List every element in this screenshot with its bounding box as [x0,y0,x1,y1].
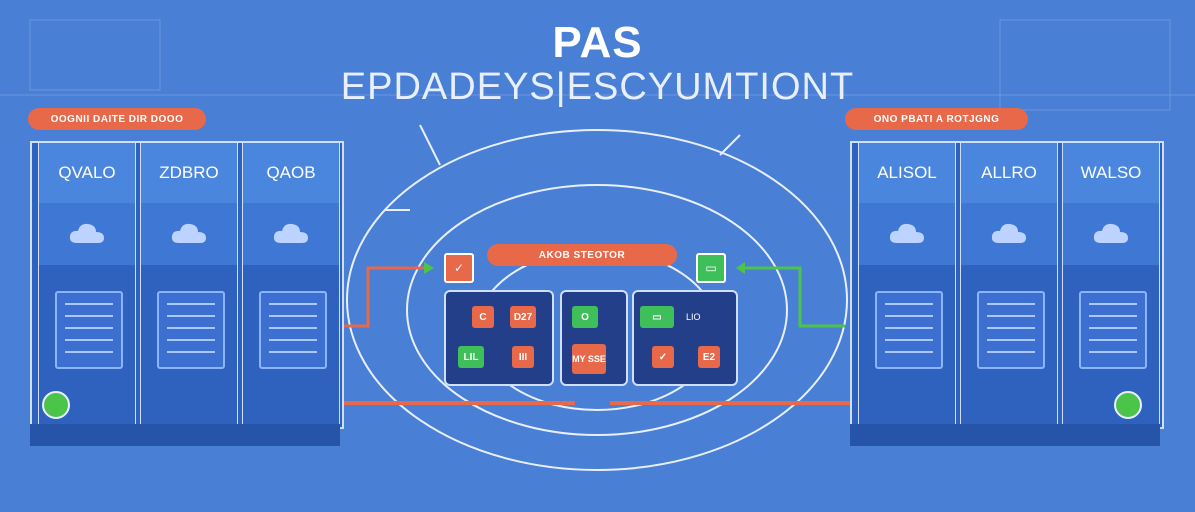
center-hub-label: AKOB STEOTOR [487,244,677,266]
server-unit-name: QAOB [243,143,339,203]
hub-cluster-1: C D27 LIL III [444,290,554,386]
hub-tile: O [572,306,598,328]
drive-bay [269,315,317,317]
drive-bay [885,351,933,353]
drive-bay [885,327,933,329]
cloud-panel [1063,203,1159,265]
server-drive-icon [1079,291,1147,369]
hub-tile: ▭ [640,306,674,328]
hub-cluster-3: ▭ LIO ✓ E2 [632,290,738,386]
drive-bay [269,351,317,353]
drive-bay [167,303,215,305]
server-drive-icon [259,291,327,369]
background-frame [999,19,1171,111]
drive-bay [1089,351,1137,353]
drive-bay [65,351,113,353]
cloud-panel [141,203,237,265]
cloud-icon [889,223,924,243]
orbit-ring-outer [346,129,848,471]
hub-tile: LIL [458,346,484,368]
left-server-rack: QVALO ZDBRO [30,141,344,429]
drive-bay [65,315,113,317]
server-unit-name: ALLRO [961,143,1057,203]
drive-bay [885,315,933,317]
arrow-icon [424,262,434,274]
drive-bay [167,327,215,329]
orbit-ring-middle [406,184,788,436]
server-unit: ALLRO [960,143,1058,425]
right-rack-base [850,424,1160,446]
drive-bay [987,315,1035,317]
drive-bay [65,303,113,305]
endpoint-node-left [42,391,70,419]
drive-bay [65,327,113,329]
cloud-panel [859,203,955,265]
server-unit: ZDBRO [140,143,238,425]
drive-bay [1089,303,1137,305]
hub-cluster-2: O MY SSE [560,290,628,386]
drive-bay [885,339,933,341]
cloud-icon [273,223,308,243]
drive-bay [987,339,1035,341]
hub-tile: D27 [510,306,536,328]
drive-bay [269,327,317,329]
page-subtitle: EPDADEYS|ESCYUMTIONT [340,66,855,108]
server-unit: QAOB [242,143,340,425]
drive-bay [987,303,1035,305]
hub-tile: C [472,306,494,328]
right-server-rack: ALISOL ALLRO [850,141,1164,429]
hub-tile: E2 [698,346,720,368]
server-unit: WALSO [1062,143,1160,425]
connector-node-icon: ✓ [444,253,474,283]
background-frame [29,19,161,91]
drive-bay [1089,339,1137,341]
server-unit-name: QVALO [39,143,135,203]
cloud-panel [961,203,1057,265]
left-rack-label: OOGNII DAITE DIR DOOO [28,108,206,130]
server-unit: QVALO [38,143,136,425]
server-unit: ALISOL [858,143,956,425]
hub-tile-label: LIO [686,312,701,322]
drive-bay [987,351,1035,353]
cloud-icon [1093,223,1128,243]
server-drive-icon [875,291,943,369]
drive-bay [167,351,215,353]
cloud-icon [69,223,104,243]
left-rack-base [30,424,340,446]
server-unit-name: WALSO [1063,143,1159,203]
left-link-line [340,266,428,328]
drive-bay [167,315,215,317]
cloud-panel [39,203,135,265]
drive-bay [167,339,215,341]
hub-tile: III [512,346,534,368]
arrow-icon [736,262,745,274]
drive-bay [269,303,317,305]
right-rack-label: ONO PBATI A ROTJGNG [845,108,1028,130]
server-drive-icon [977,291,1045,369]
decor-line [719,134,741,156]
server-unit-name: ZDBRO [141,143,237,203]
hub-tile: MY SSE [572,344,606,374]
server-drive-icon [55,291,123,369]
drive-bay [987,327,1035,329]
hub-tile: ✓ [652,346,674,368]
connector-node-icon: ▭ [696,253,726,283]
endpoint-node-right [1114,391,1142,419]
decor-line [419,124,441,166]
page-title: PAS [552,18,643,67]
drive-bay [1089,315,1137,317]
right-link-line [745,266,845,328]
drive-bay [1089,327,1137,329]
cloud-panel [243,203,339,265]
server-drive-icon [157,291,225,369]
drive-bay [65,339,113,341]
cloud-icon [991,223,1026,243]
drive-bay [269,339,317,341]
drive-bay [885,303,933,305]
cloud-icon [171,223,206,243]
server-unit-name: ALISOL [859,143,955,203]
